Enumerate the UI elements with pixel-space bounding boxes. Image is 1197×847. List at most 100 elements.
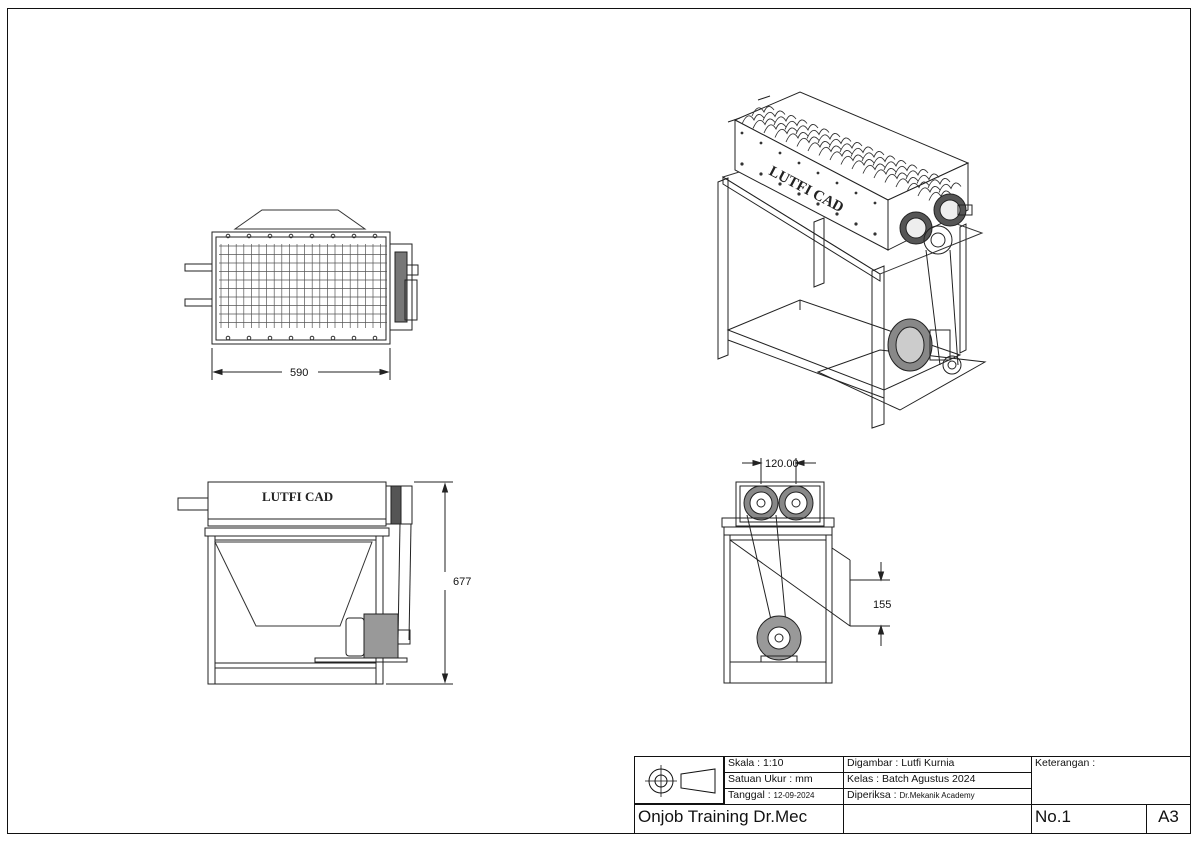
iso-blade <box>872 155 896 166</box>
iso-blade <box>894 164 918 175</box>
side-view <box>721 481 851 684</box>
front-view <box>177 481 413 685</box>
bolt-icon <box>225 335 231 341</box>
iso-blade <box>784 119 808 130</box>
dim-155-text: 155 <box>873 599 891 611</box>
bolt-icon <box>873 232 877 236</box>
iso-blade <box>840 154 864 165</box>
bolt-icon <box>797 161 801 165</box>
scale-cell: Skala : 1:10 <box>724 756 844 773</box>
bolt-icon <box>797 192 801 196</box>
checked-value: Dr.Mekanik Academy <box>899 791 975 800</box>
iso-blade <box>796 136 820 147</box>
bolt-icon <box>740 162 744 166</box>
bolt-icon <box>267 335 273 341</box>
iso-blade <box>927 178 951 189</box>
date-value: 12-09-2024 <box>773 791 815 800</box>
checked-by-cell: Diperiksa : Dr.Mekanik Academy <box>843 788 1032 805</box>
bolt-icon <box>309 335 315 341</box>
drawing-sheet-border <box>7 8 1191 834</box>
iso-blade <box>917 186 941 197</box>
iso-blade <box>850 146 874 157</box>
bolt-icon <box>816 171 820 175</box>
bolt-icon <box>778 182 782 186</box>
iso-blade <box>795 124 819 135</box>
bolt-icon <box>246 233 252 239</box>
iso-blade <box>828 137 852 148</box>
iso-blade <box>773 115 797 126</box>
project-name-cell: Onjob Training Dr.Mec <box>634 804 844 834</box>
iso-blade <box>741 114 765 125</box>
bolt-icon <box>267 233 273 239</box>
notes-cell: Keterangan : <box>1031 756 1191 805</box>
iso-blade <box>862 163 886 174</box>
title-block: Skala : 1:10 Satuan Ukur : mm Tanggal : … <box>634 756 1191 834</box>
iso-blade <box>938 182 962 193</box>
dimension-155 <box>850 562 890 646</box>
projection-symbol-cell <box>634 756 724 804</box>
bolt-icon <box>372 233 378 239</box>
checked-label: Diperiksa : <box>847 789 900 801</box>
bolt-icon <box>778 151 782 155</box>
bolt-icon <box>873 201 877 205</box>
iso-blade <box>818 145 842 156</box>
front-logo-text: LUTFI CAD <box>262 489 333 504</box>
iso-blade <box>916 173 940 184</box>
bolt-icon <box>351 233 357 239</box>
iso-blade <box>806 128 830 139</box>
bolt-icon <box>854 191 858 195</box>
dim-677-text: 677 <box>453 576 471 588</box>
iso-blade <box>873 168 897 179</box>
bolt-icon <box>854 222 858 226</box>
iso-blade <box>785 132 809 143</box>
bolt-icon <box>246 335 252 341</box>
bolt-icon <box>816 202 820 206</box>
dim-120-text: 120.00 <box>765 458 799 470</box>
bolt-icon <box>740 131 744 135</box>
class-cell: Kelas : Batch Agustus 2024 <box>843 772 1032 789</box>
bolt-icon <box>759 141 763 145</box>
iso-blade <box>906 181 930 192</box>
drawn-by-cell: Digambar : Lutfi Kurnia <box>843 756 1032 773</box>
top-view <box>184 209 419 345</box>
dim-590-text: 590 <box>290 367 308 379</box>
blank-cell <box>843 804 1032 834</box>
bolt-icon <box>330 233 336 239</box>
iso-blade <box>905 169 929 180</box>
dimension-677 <box>386 481 453 685</box>
third-angle-projection-icon <box>645 765 716 797</box>
iso-blade <box>861 151 885 162</box>
paper-size-cell: A3 <box>1146 804 1191 834</box>
iso-blade <box>883 160 907 171</box>
dimension-590 <box>211 348 391 380</box>
iso-blade <box>807 141 831 152</box>
iso-blade <box>829 150 853 161</box>
bolt-icon <box>835 212 839 216</box>
iso-blade <box>774 127 798 138</box>
bolt-icon <box>309 233 315 239</box>
bolt-icon <box>330 335 336 341</box>
iso-blade <box>895 177 919 188</box>
bolt-icon <box>759 172 763 176</box>
bolt-icon <box>835 181 839 185</box>
bolt-icon <box>288 335 294 341</box>
bolt-icon <box>225 233 231 239</box>
date-cell: Tanggal : 12-09-2024 <box>724 788 844 805</box>
iso-blade <box>884 172 908 183</box>
iso-blade <box>839 142 863 153</box>
date-label: Tanggal : <box>728 789 774 801</box>
iso-blade <box>817 133 841 144</box>
unit-cell: Satuan Ukur : mm <box>724 772 844 789</box>
bolt-icon <box>351 335 357 341</box>
bolt-icon <box>372 335 378 341</box>
iso-blade <box>762 110 786 121</box>
iso-blade <box>752 118 776 129</box>
bolt-icon <box>288 233 294 239</box>
dimension-120 <box>742 458 816 484</box>
iso-blade <box>851 159 875 170</box>
sheet-number-cell: No.1 <box>1031 804 1147 834</box>
iso-blade <box>763 123 787 134</box>
isometric-view <box>717 91 987 429</box>
iso-blade <box>751 106 775 117</box>
